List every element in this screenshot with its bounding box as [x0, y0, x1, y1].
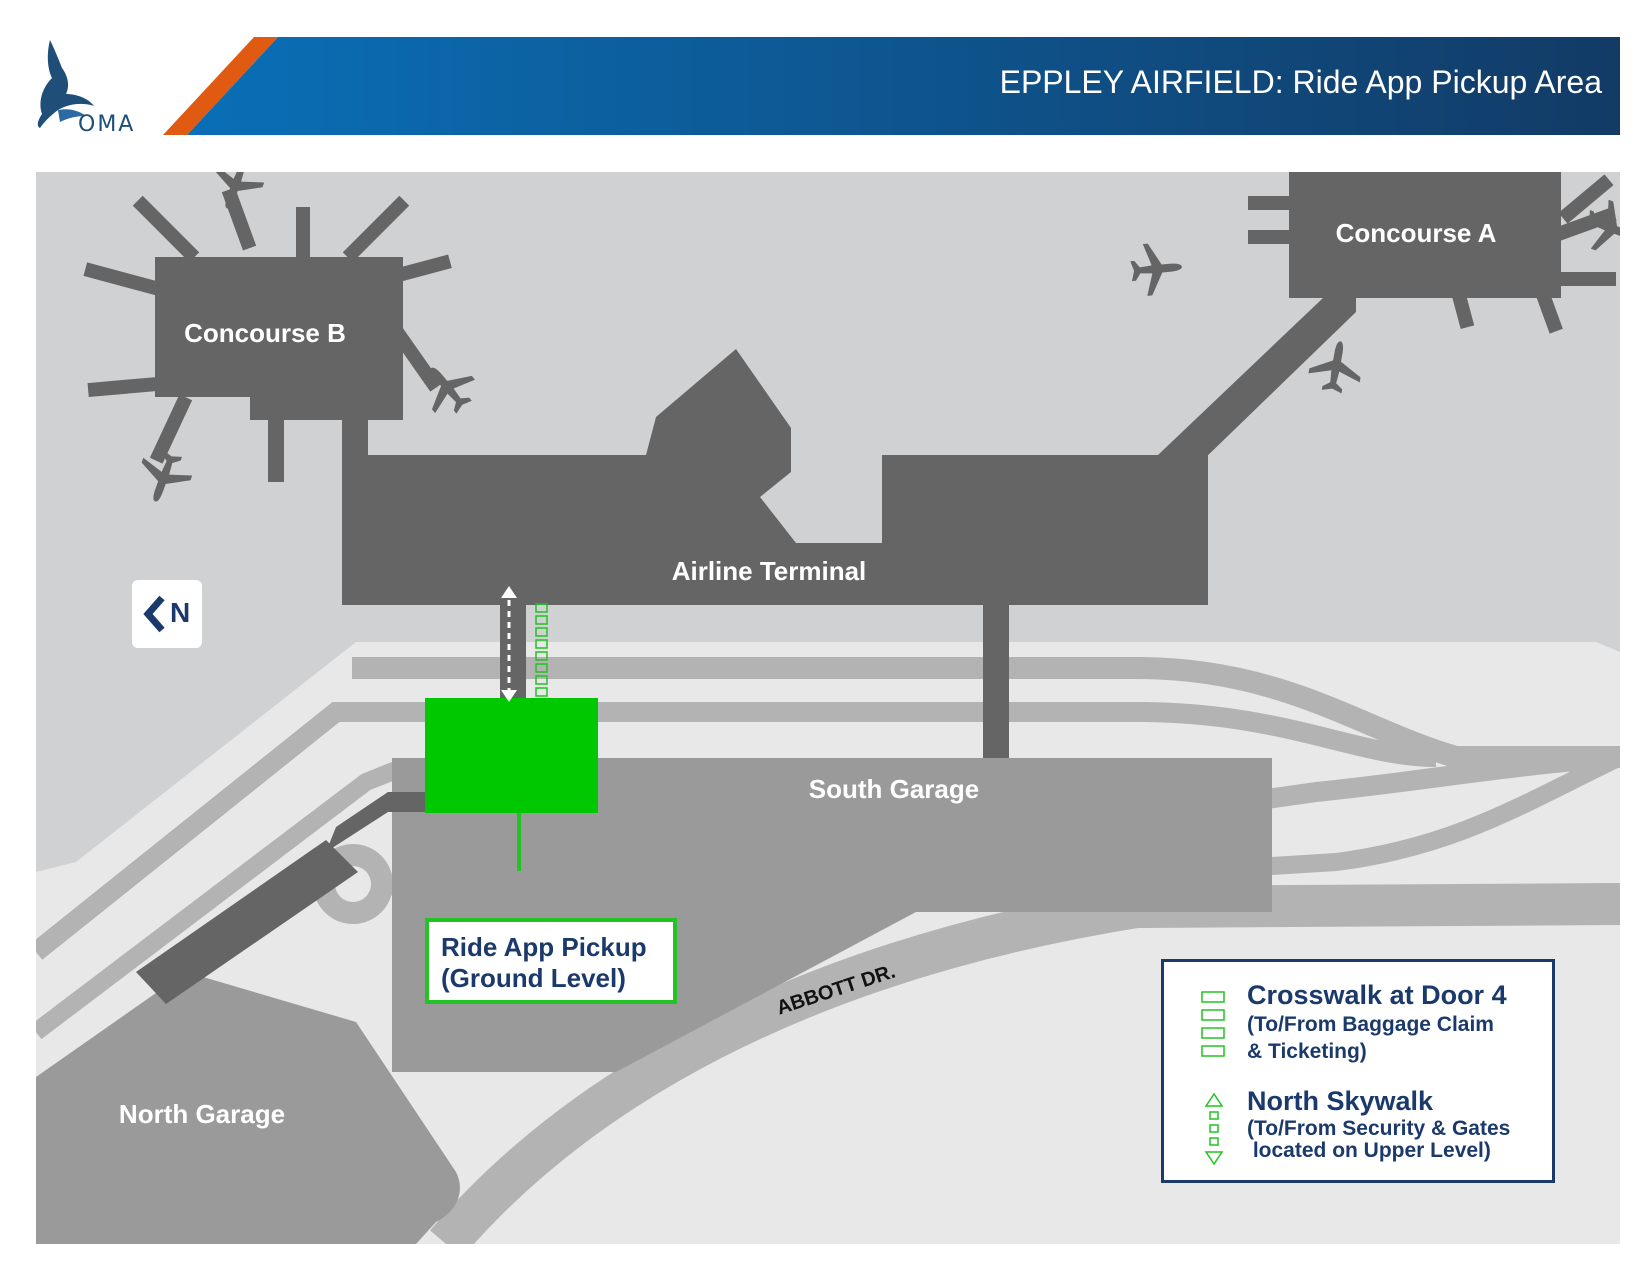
skywalk-arrow-icon	[1204, 1092, 1224, 1166]
north-indicator: N	[132, 580, 202, 648]
pickup-line-1: Ride App Pickup	[441, 932, 647, 962]
pickup-line-2: (Ground Level)	[441, 963, 626, 993]
legend-crosswalk-title: Crosswalk at Door 4	[1247, 980, 1507, 1010]
pickup-leader-line	[517, 813, 521, 871]
airline-terminal-label: Airline Terminal	[672, 556, 867, 586]
south-garage-label: South Garage	[809, 774, 979, 804]
airplane-icon	[213, 172, 265, 209]
legend-skywalk-sub1: (To/From Security & Gates	[1247, 1117, 1511, 1140]
ride-app-pickup-zone	[425, 698, 598, 813]
concourse-a	[1158, 172, 1617, 462]
airplane-icon	[1583, 199, 1620, 251]
legend-crosswalk-sub2: & Ticketing)	[1247, 1040, 1367, 1063]
legend-crosswalk-sub1: (To/From Baggage Claim	[1247, 1013, 1494, 1036]
page-title: EPPLEY AIRFIELD: Ride App Pickup Area	[999, 64, 1602, 100]
crosswalk-icon	[1201, 991, 1225, 1057]
concourse-b	[83, 187, 452, 482]
airplane-icon	[141, 450, 193, 502]
garage-skywalk	[136, 840, 358, 1004]
airplane-icon	[430, 367, 475, 414]
header-banner	[163, 37, 1620, 135]
concourse-a-label: Concourse A	[1336, 218, 1497, 248]
concourse-b-label: Concourse B	[184, 318, 346, 348]
chevron-left-icon	[143, 595, 165, 633]
crosswalk-icon	[535, 603, 548, 697]
north-garage	[36, 972, 460, 1244]
logo-text: OMA	[78, 112, 136, 137]
ride-app-pickup-label: Ride App Pickup (Ground Level)	[425, 918, 677, 1004]
north-skywalk-link	[326, 758, 491, 852]
airplane-icon	[1308, 341, 1361, 394]
north-letter: N	[170, 597, 191, 628]
airline-terminal	[342, 349, 1208, 605]
legend-skywalk-title: North Skywalk	[1247, 1086, 1434, 1116]
legend-skywalk-sub2: located on Upper Level)	[1247, 1139, 1491, 1162]
north-garage-label: North Garage	[119, 1099, 285, 1129]
skywalk-arrow-icon	[501, 586, 517, 702]
roads	[36, 657, 1620, 1244]
airplane-icon	[1130, 243, 1182, 296]
bird-logo-icon	[37, 40, 94, 128]
map-legend: Crosswalk at Door 4 (To/From Baggage Cla…	[1161, 959, 1555, 1183]
